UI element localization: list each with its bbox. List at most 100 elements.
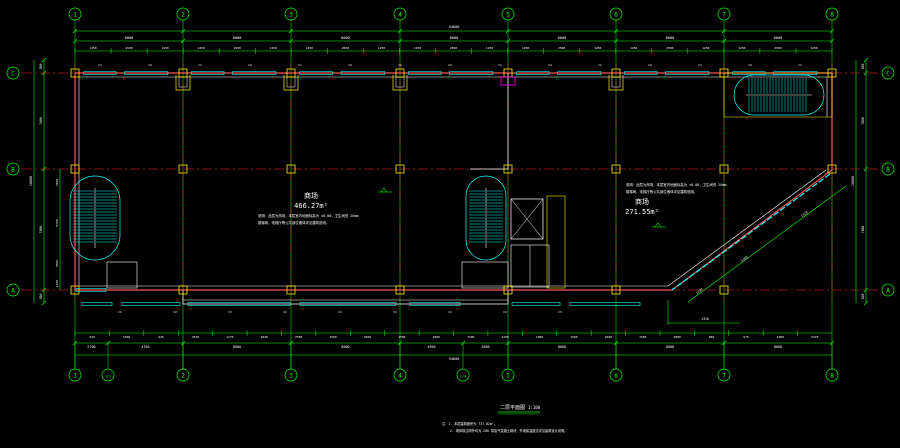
dim-left-detail-text: 2600 (55, 260, 59, 267)
window-bottom (75, 288, 107, 292)
axis-bubble-bottom-text: 5 (506, 373, 510, 380)
axis-bubble-left-text: B (11, 167, 15, 174)
dim-top-window-text: 1250 (738, 46, 745, 50)
dim-top-window-text: 2500 (342, 46, 349, 50)
axis-bubble-right-text: C (886, 71, 890, 78)
stair-outline (733, 74, 825, 116)
dim-bottom-detail-text: 925 (89, 335, 95, 339)
dim-bottom-detail-text: 2540 (192, 335, 199, 339)
right-stair-enclosure (723, 72, 833, 118)
dim-bottom-detail-text: 1040 (261, 335, 268, 339)
dim-tick (288, 28, 294, 34)
window-tag-bottom: C1 (448, 310, 452, 314)
dim-left-detail-text: 5200 (55, 219, 59, 226)
dim-top-window-text: 2500 (774, 46, 781, 50)
axis-bubble-top-text: 8 (830, 12, 834, 19)
axis-bubble-bottom-text: 2 (181, 373, 185, 380)
window-tag-bottom: C1 (118, 310, 122, 314)
window-tag-bottom: C1 (338, 310, 342, 314)
dim-top-bay-text: 8000 (774, 36, 783, 40)
axis-bubble-top-text: 4 (398, 12, 402, 19)
axis-bubble-top (393, 7, 407, 21)
dim-right-text: 500 (861, 294, 865, 300)
dim-bottom-bay-text: 8000 (558, 345, 566, 349)
dim-bottom-detail-text: 800 (709, 335, 715, 339)
axis-bubble-bottom-text: 6 (614, 373, 618, 380)
dim-tick (863, 287, 869, 293)
window-tag-top: C1 (498, 63, 502, 67)
outer-wall-inner (79, 76, 828, 117)
bottom-bay-wall (182, 290, 509, 305)
window-top (773, 71, 818, 75)
window-tag-bottom: C3 (558, 310, 562, 314)
window-top (557, 71, 602, 75)
dim-top-window-text: 1250 (270, 46, 277, 50)
dim-bottom-detail-text: 2500 (433, 335, 440, 339)
stair-outline (465, 175, 507, 261)
window-tag-bottom: C3 (228, 310, 232, 314)
stair-center (465, 175, 507, 261)
axis-bubble-bottom (68, 368, 82, 382)
dim-top-bay-text: 8000 (450, 36, 459, 40)
pilaster (608, 75, 624, 91)
window-tag-bottom: C2 (393, 310, 397, 314)
room-main-area: 466.27m² (294, 202, 328, 210)
dim-tick (505, 38, 511, 44)
dim-diagonal-text: 1200 (695, 287, 704, 295)
dim-top-window-text: 1250 (306, 46, 313, 50)
column (286, 285, 296, 295)
dim-top-window-text: 2500 (450, 46, 457, 50)
column (178, 285, 188, 295)
axis-bubble-bottom (393, 368, 407, 382)
axis-bubble-bottom (284, 368, 298, 382)
dim-bottom-bay-text: 8000 (774, 345, 782, 349)
dim-tick (397, 28, 403, 34)
window-bottom (299, 302, 397, 306)
column (178, 68, 188, 78)
dim-tick (41, 300, 47, 306)
window-top (299, 71, 333, 75)
column (719, 164, 729, 174)
dim-tick (863, 300, 869, 306)
stair-outline (69, 175, 121, 261)
axis-bubble-bottom (501, 368, 515, 382)
dim-bottom-detail-text: 2800 (674, 335, 681, 339)
left-lobby (106, 261, 138, 289)
window-top (732, 71, 766, 75)
dim-tick (397, 38, 403, 44)
elevation-marker-tri (654, 222, 662, 228)
window-top (408, 71, 442, 75)
pilaster-inner (178, 77, 188, 88)
dim-bottom-bay-text: 3050 (481, 345, 489, 349)
axis-bubble-left (6, 162, 20, 176)
dim-top-total-text: 54600 (449, 25, 460, 29)
axis-bubble-right (881, 66, 895, 80)
dim-diagonal (687, 185, 847, 303)
window-tag-top: C1 (98, 63, 102, 67)
column (70, 164, 80, 174)
dim-top-window-text: 1250 (198, 46, 205, 50)
dim-top-window-text: 1250 (486, 46, 493, 50)
window-bottom (187, 302, 291, 306)
room-main-name: 商场 (304, 191, 318, 200)
dim-bottom-detail-text: 1175 (226, 335, 233, 339)
dim-right-total-text: 16600 (851, 176, 855, 186)
window-top (191, 71, 225, 75)
column (719, 285, 729, 295)
window-bottom (569, 302, 641, 306)
dim-bottom-detail-text: 1250 (501, 335, 508, 339)
window-top (340, 71, 386, 75)
dim-tick (180, 38, 186, 44)
pilaster (283, 75, 299, 91)
outer-wall (74, 72, 833, 291)
footnote-2: 2. 墙体除注明外均为 200 厚加气混凝土砌块，外墙保温做法详见建筑设计说明。 (450, 428, 567, 433)
columns (70, 68, 837, 295)
dim-bottom-detail-text: 1500 (467, 335, 474, 339)
dim-bottom-detail-text: 1000 (777, 335, 784, 339)
core-wall (470, 73, 509, 170)
dim-bottom-detail-text: 1500 (398, 335, 405, 339)
dim-bottom-detail-text: 2500 (295, 335, 302, 339)
stairs (69, 74, 825, 261)
window-bottom (121, 302, 181, 306)
